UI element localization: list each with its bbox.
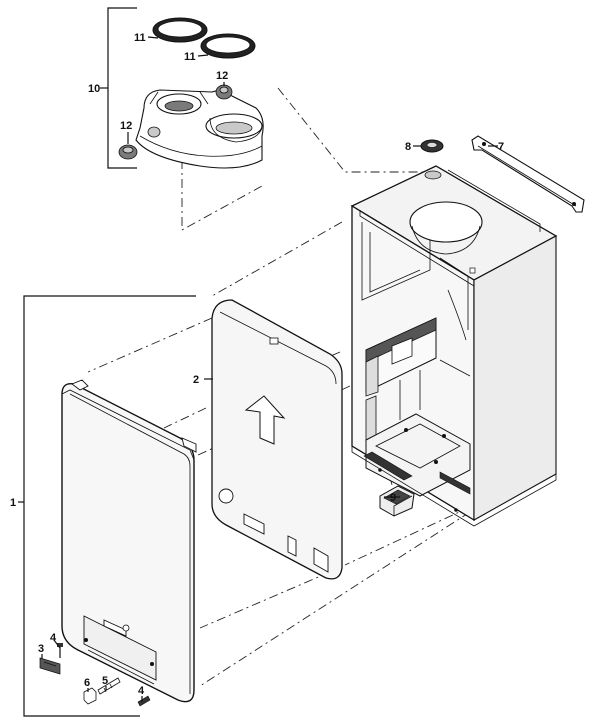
callout-seal-lower: 11 xyxy=(184,51,196,63)
callout-grommet: 8 xyxy=(405,141,411,153)
callout-front-casing: 1 xyxy=(10,497,16,509)
callout-inner-panel: 2 xyxy=(193,374,199,386)
seal-upper xyxy=(152,17,208,43)
flue-assembly xyxy=(135,85,264,169)
callout-clip: 3 xyxy=(38,643,44,655)
wall-bracket xyxy=(471,135,585,213)
callout-screw-mid: 5 xyxy=(102,675,108,687)
inner-panel xyxy=(211,299,343,580)
grommet xyxy=(420,139,444,153)
boiler-chassis xyxy=(350,165,558,527)
group-10-bracket xyxy=(100,7,137,169)
front-casing xyxy=(61,379,197,703)
leader-lines xyxy=(41,36,498,702)
callout-seal-upper: 11 xyxy=(134,32,146,44)
callout-labels: 11 11 12 10 12 8 7 2 9 1 4 3 5 6 4 xyxy=(10,32,504,697)
plug-left xyxy=(118,144,138,160)
callout-bottom-part: 9 xyxy=(390,492,396,504)
callout-flue-assembly: 10 xyxy=(88,83,100,95)
callout-screw-lower: 4 xyxy=(138,685,145,697)
screw-mid xyxy=(97,677,121,695)
clip xyxy=(39,657,61,675)
seal-lower xyxy=(200,33,256,59)
callout-plug-right: 12 xyxy=(216,70,228,82)
cap xyxy=(83,687,97,705)
group-1-bracket xyxy=(18,295,196,717)
callout-screw-upper: 4 xyxy=(50,632,57,644)
callout-wall-bracket: 7 xyxy=(498,141,504,153)
screw-lower xyxy=(137,695,151,707)
callout-plug-left: 12 xyxy=(120,120,132,132)
callout-cap: 6 xyxy=(84,677,90,689)
assembly-lines xyxy=(87,87,471,687)
plug-right xyxy=(215,84,233,100)
